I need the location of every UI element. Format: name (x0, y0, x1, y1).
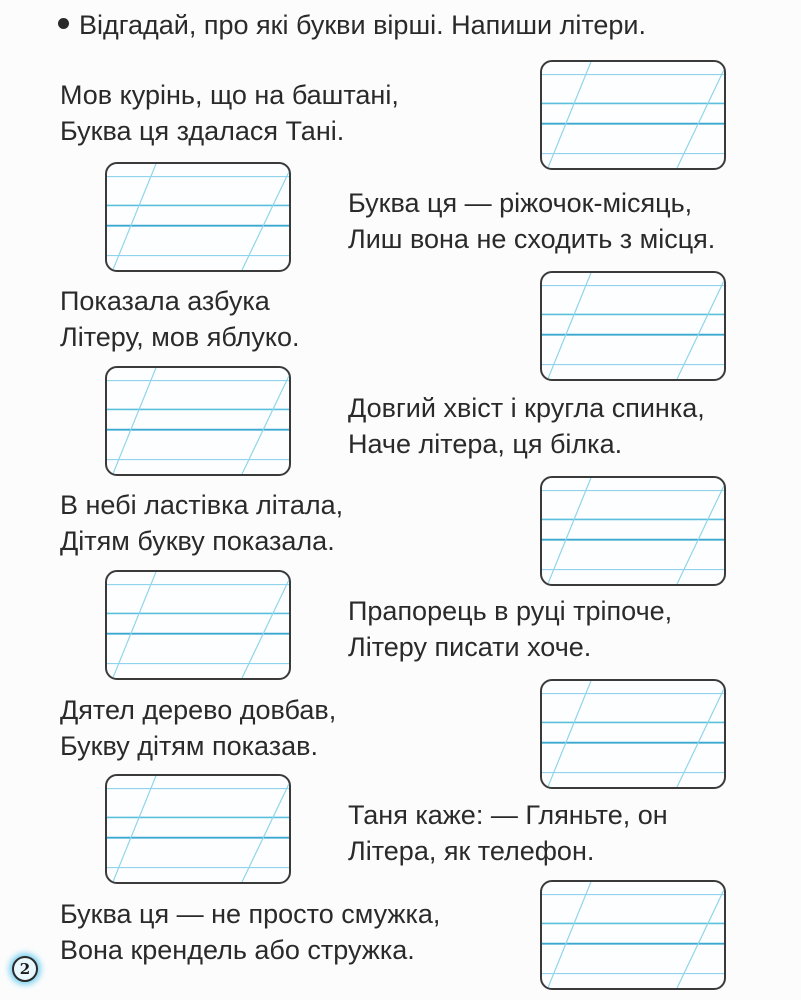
instruction-text: Відгадай, про які букви вірші. Напиши лі… (79, 10, 646, 40)
riddle-5-line-1: В небі ластівка літала, (60, 490, 344, 520)
riddle-3-line-2: Літеру, мов яблуко. (60, 322, 300, 352)
riddle-9-line-1: Буква ця — не просто смужка, (60, 899, 441, 929)
riddle-2-line-1: Буква ця — ріжочок-місяць, (348, 188, 693, 218)
answer-box-4[interactable] (105, 366, 291, 476)
riddle-2: Буква ця — ріжочок-місяць, Лиш вона не с… (348, 185, 715, 257)
riddle-6: Прапорець в руці тріпоче, Літеру писати … (348, 593, 672, 665)
riddle-3: Показала азбука Літеру, мов яблуко. (60, 283, 300, 355)
riddle-5: В небі ластівка літала, Дітям букву пока… (60, 487, 343, 559)
answer-box-5[interactable] (540, 476, 726, 586)
riddle-2-line-2: Лиш вона не сходить з місця. (348, 224, 716, 254)
riddle-9-line-2: Вона крендель або стружка. (60, 935, 415, 965)
riddle-4-line-1: Довгий хвіст і кругла спинка, (348, 393, 705, 423)
page-number-badge: 2 (12, 956, 38, 982)
answer-box-2[interactable] (105, 162, 291, 272)
riddle-8-line-2: Літера, як телефон. (348, 836, 595, 866)
handwriting-guide-lines-icon (542, 62, 724, 168)
instruction-title: Відгадай, про які букви вірші. Напиши лі… (58, 8, 646, 42)
answer-box-6[interactable] (105, 570, 291, 680)
riddle-6-line-1: Прапорець в руці тріпоче, (348, 596, 673, 626)
riddle-6-line-2: Літеру писати хоче. (348, 632, 592, 662)
riddle-1: Мов курінь, що на баштані, Буква ця здал… (60, 77, 399, 149)
answer-box-3[interactable] (540, 271, 726, 381)
riddle-1-line-2: Буква ця здалася Тані. (60, 116, 345, 146)
riddle-4-line-2: Наче літера, ця білка. (348, 429, 623, 459)
riddle-8: Таня каже: — Гляньте, он Літера, як теле… (348, 797, 668, 869)
riddle-7-line-1: Дятел дерево довбав, (60, 695, 337, 725)
riddle-8-line-1: Таня каже: — Гляньте, он (348, 800, 668, 830)
answer-box-9[interactable] (540, 880, 726, 990)
bullet-icon (58, 18, 69, 30)
riddle-5-line-2: Дітям букву показала. (60, 526, 335, 556)
handwriting-guide-lines-icon (107, 368, 289, 474)
riddle-3-line-1: Показала азбука (60, 286, 270, 316)
handwriting-guide-lines-icon (542, 681, 724, 787)
handwriting-guide-lines-icon (107, 776, 289, 882)
handwriting-guide-lines-icon (107, 164, 289, 270)
riddle-9: Буква ця — не просто смужка, Вона кренде… (60, 896, 440, 968)
handwriting-guide-lines-icon (107, 572, 289, 678)
answer-box-1[interactable] (540, 60, 726, 170)
handwriting-guide-lines-icon (542, 882, 724, 988)
handwriting-guide-lines-icon (542, 478, 724, 584)
riddle-7: Дятел дерево довбав, Букву дітям показав… (60, 692, 336, 764)
answer-box-8[interactable] (105, 774, 291, 884)
riddle-7-line-2: Букву дітям показав. (60, 731, 318, 761)
answer-box-7[interactable] (540, 679, 726, 789)
riddle-4: Довгий хвіст і кругла спинка, Наче літер… (348, 390, 705, 462)
handwriting-guide-lines-icon (542, 273, 724, 379)
riddle-1-line-1: Мов курінь, що на баштані, (60, 80, 399, 110)
